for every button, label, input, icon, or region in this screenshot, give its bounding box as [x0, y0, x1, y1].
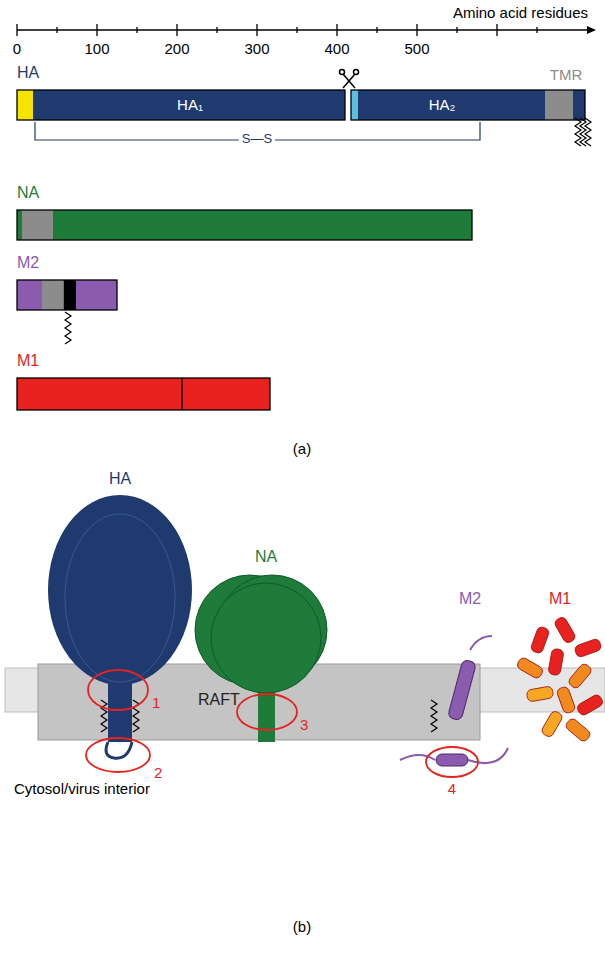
callout-number: 2: [154, 764, 162, 781]
raft-box: RAFT: [38, 664, 480, 740]
protein-name: M1: [549, 590, 571, 608]
palmitate-chain: [585, 118, 591, 146]
protein-bar: HAHA₁HA₂: [17, 90, 585, 120]
protein-name: M2: [459, 590, 481, 608]
region-label: Cytosol/virus interior: [14, 780, 150, 797]
scissors-symbol: [340, 70, 359, 89]
ha-bar: [17, 90, 585, 120]
na-bar: [17, 210, 472, 240]
na-protein: [195, 575, 327, 742]
tick-label: 0: [13, 40, 21, 57]
palmitoylation: [65, 118, 591, 732]
domain-label: HA₁: [177, 96, 203, 113]
callout-number: 4: [448, 780, 456, 797]
palmitate-chain: [101, 700, 107, 732]
domain-label: HA₂: [429, 96, 456, 113]
protein-name: NA: [255, 548, 277, 566]
tick-label: 200: [164, 40, 189, 57]
m1-protein: [516, 616, 605, 743]
axis-title: Amino acid residues: [453, 4, 588, 21]
axis-arrow: [587, 26, 596, 34]
protein-name: HA: [109, 470, 131, 488]
protein-name: NA: [17, 184, 39, 202]
protein-name: M1: [17, 352, 39, 370]
callout-number: 3: [300, 716, 308, 733]
protein-bar: NA: [17, 210, 472, 240]
m2-bar: [17, 280, 117, 310]
panel-label: (a): [293, 440, 311, 457]
protein-name: M2: [17, 254, 39, 272]
protein-bar: M1: [17, 378, 270, 410]
tick-label: 500: [404, 40, 429, 57]
palmitate-chain: [431, 700, 437, 732]
m1-bar: [17, 378, 270, 410]
tick-label: 100: [84, 40, 109, 57]
callout-number: 1: [152, 694, 160, 711]
protein-name: HA: [17, 64, 39, 82]
bond-label: S—S: [239, 132, 275, 147]
tick-label: 400: [324, 40, 349, 57]
protein-bar: M2: [17, 280, 117, 310]
tick-label: 300: [244, 40, 269, 57]
panel-label: (b): [293, 918, 311, 935]
axis-ticks: [17, 24, 537, 36]
domain-label: TMR: [550, 66, 583, 83]
protein-name: RAFT: [198, 691, 240, 709]
axis-line: [17, 29, 588, 30]
callout-circles: [86, 670, 478, 777]
ha-protein: [48, 495, 192, 758]
palmitate-chain: [65, 312, 71, 344]
